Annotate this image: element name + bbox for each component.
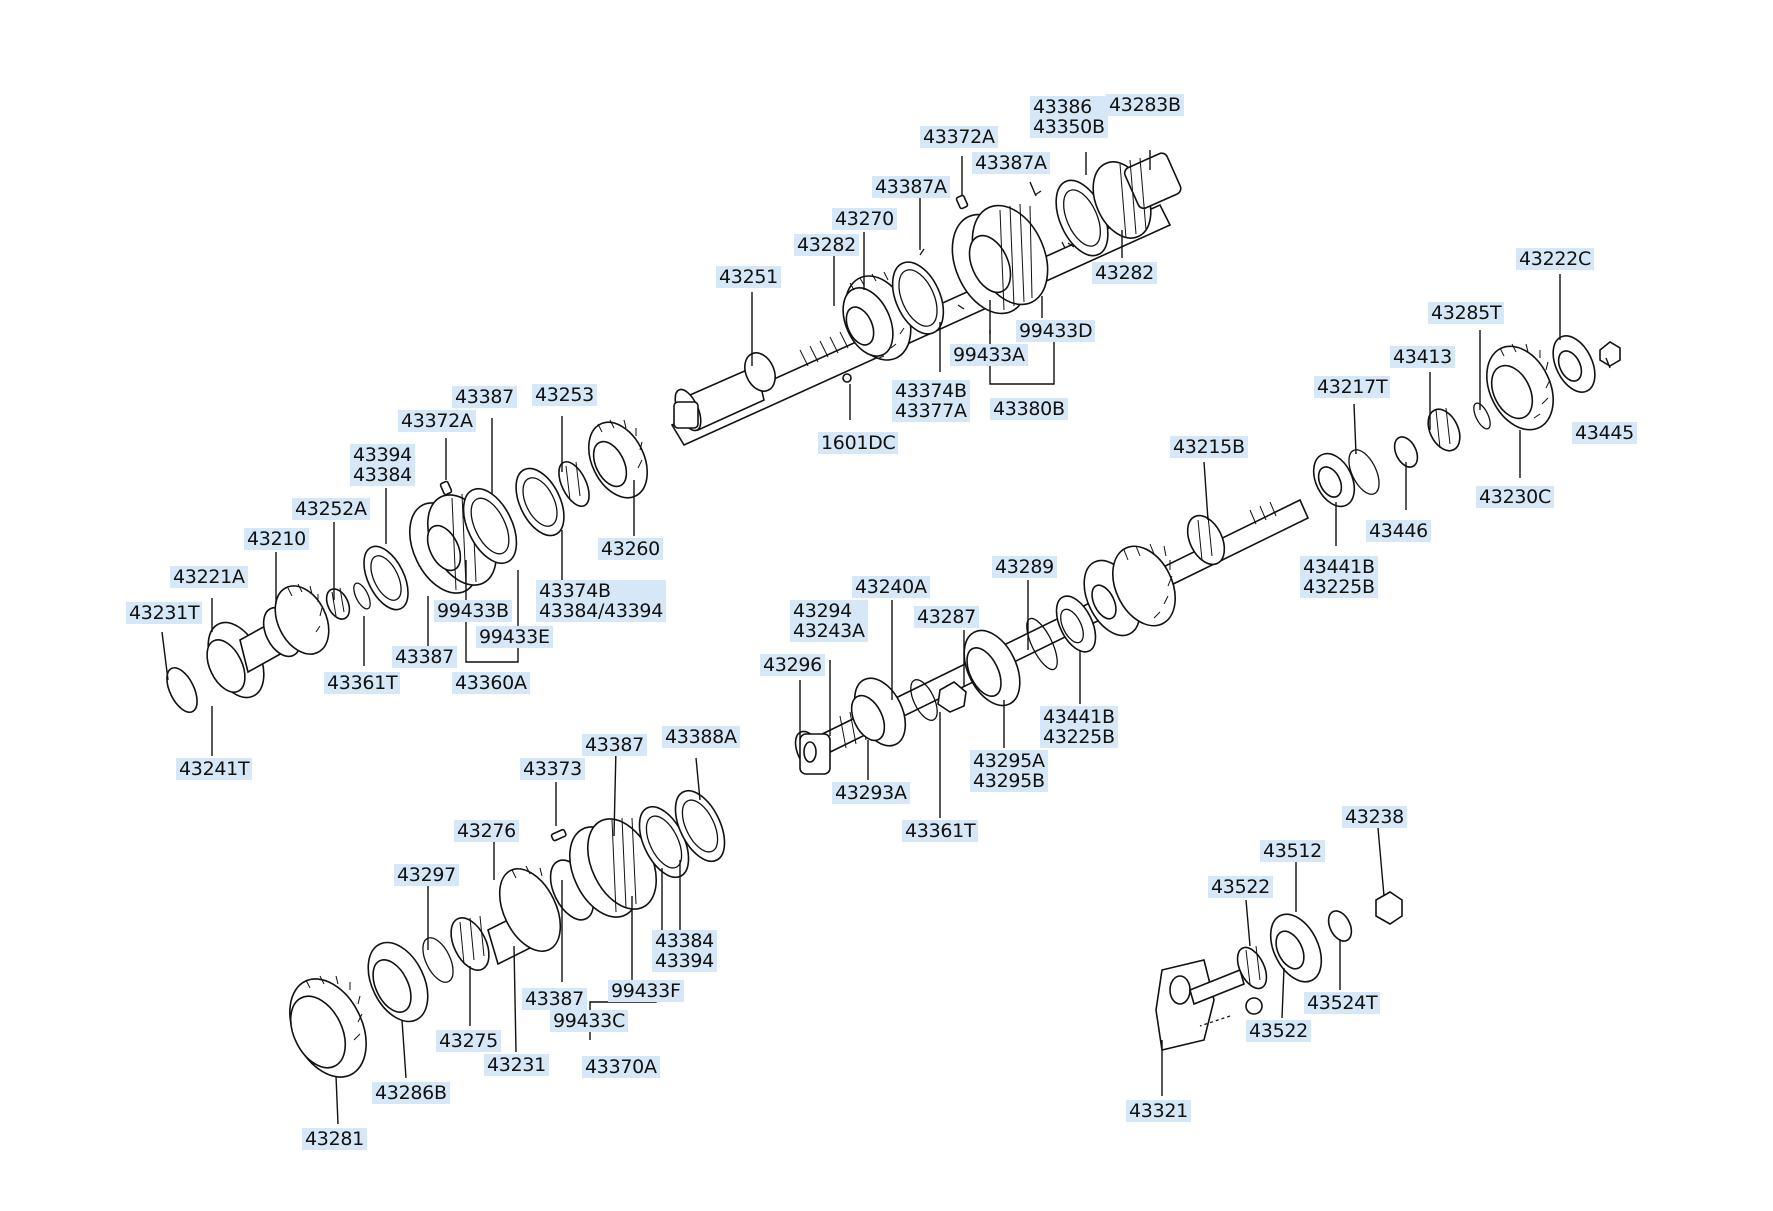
callout-43294-43243A: 43294 43243A [790,600,868,642]
callout-43361T-left: 43361T [324,672,401,694]
callout-43217T: 43217T [1314,376,1391,398]
callout-43360A: 43360A [452,672,530,694]
callout-43296: 43296 [760,654,825,676]
main-shaft-assembly [670,152,1182,447]
callout-99433C: 99433C [550,1010,628,1032]
callout-43222C: 43222C [1516,248,1594,270]
callout-43522-bottom: 43522 [1246,1020,1311,1042]
callout-43387-low: 43387 [392,646,457,668]
callout-99433F: 99433F [608,980,684,1002]
callout-43240A: 43240A [852,576,930,598]
callout-43374B-43384-43394: 43374B 43384/43394 [536,580,666,622]
callout-43215B: 43215B [1170,436,1248,458]
callout-43210: 43210 [244,528,309,550]
callout-43386-43350B: 43386 43350B [1030,96,1108,138]
callout-43230C: 43230C [1476,486,1554,508]
callout-99433E: 99433E [476,626,553,648]
counter-shaft-assembly [794,335,1621,775]
callout-43387A-left: 43387A [872,176,950,198]
callout-43293A: 43293A [832,782,910,804]
callout-1601DC: 1601DC [818,432,899,454]
callout-43276: 43276 [454,820,519,842]
callout-43380B: 43380B [990,398,1068,420]
callout-99433D: 99433D [1016,320,1096,342]
callout-43373: 43373 [520,758,585,780]
callout-43374B-43377A: 43374B 43377A [892,380,970,422]
callout-43270: 43270 [832,208,897,230]
callout-43413: 43413 [1390,346,1455,368]
callout-43281: 43281 [302,1128,367,1150]
callout-43231T: 43231T [126,602,203,624]
callout-43253: 43253 [532,384,597,406]
callout-43282-left: 43282 [794,234,859,256]
callout-43361T-mid: 43361T [902,820,979,842]
callout-43522-top: 43522 [1208,876,1273,898]
callout-43512: 43512 [1260,840,1325,862]
callout-43282-right: 43282 [1092,262,1157,284]
lower-gear-assembly [289,789,726,1078]
callout-43445: 43445 [1572,422,1637,444]
callout-43370A: 43370A [582,1056,660,1078]
callout-43524T: 43524T [1304,992,1381,1014]
callout-43285T: 43285T [1428,302,1505,324]
callout-43289: 43289 [992,556,1057,578]
callout-43387-mid: 43387 [452,386,517,408]
callout-43441B-43225B-mid: 43441B 43225B [1040,706,1118,748]
callout-99433A: 99433A [950,344,1028,366]
callout-43297: 43297 [394,864,459,886]
callout-43251: 43251 [716,266,781,288]
callout-43387-b: 43387 [582,734,647,756]
callout-43387A-right: 43387A [972,152,1050,174]
callout-43394-43384: 43394 43384 [350,444,415,486]
callout-43387-b2: 43387 [522,988,587,1010]
callout-43441B-43225B-right: 43441B 43225B [1300,556,1378,598]
callout-43286B: 43286B [372,1082,450,1104]
callout-43295A-43295B: 43295A 43295B [970,750,1048,792]
callout-43388A: 43388A [662,726,740,748]
callout-43287: 43287 [914,606,979,628]
input-shaft-assembly [166,419,649,714]
callout-43372A-mid: 43372A [398,410,476,432]
callout-43238: 43238 [1342,806,1407,828]
leader-lines [161,150,1611,1125]
callout-43275: 43275 [436,1030,501,1052]
callout-43252A: 43252A [292,498,370,520]
callout-43372A-top: 43372A [920,126,998,148]
callout-43384-43394-b: 43384 43394 [652,930,717,972]
callout-43446: 43446 [1366,520,1431,542]
callout-43241T: 43241T [176,758,253,780]
callout-43221A: 43221A [170,566,248,588]
callout-43231: 43231 [484,1054,549,1076]
callout-43321: 43321 [1126,1100,1191,1122]
callout-43260: 43260 [598,538,663,560]
idler-assembly [1155,891,1403,1051]
callout-99433B: 99433B [434,600,512,622]
callout-43283B: 43283B [1106,94,1184,116]
